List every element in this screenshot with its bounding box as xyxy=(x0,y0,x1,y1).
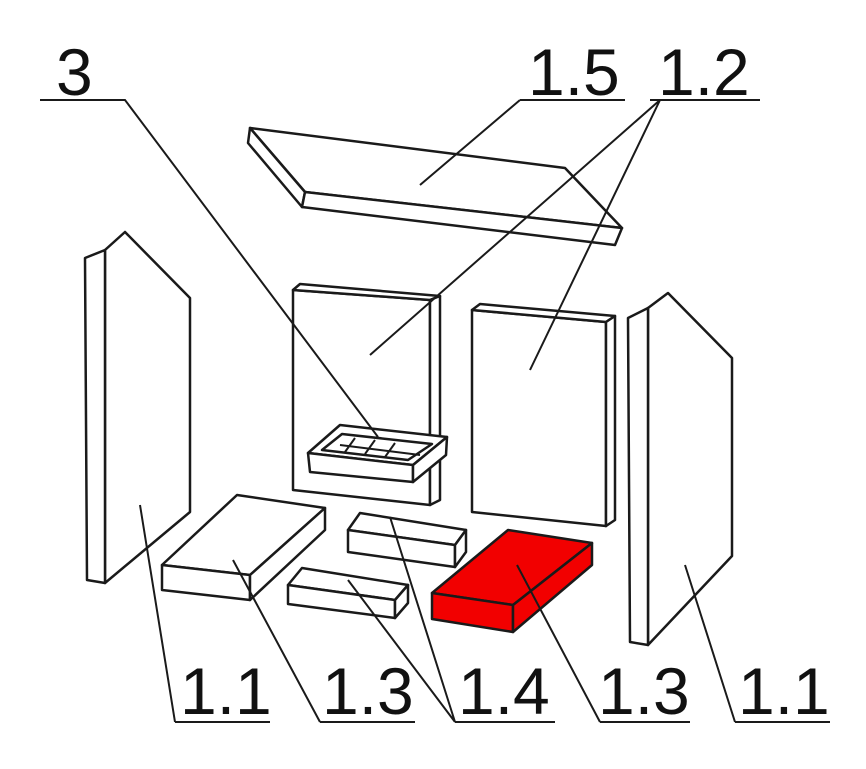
label-floor-right: 1.3 xyxy=(598,654,690,728)
part-grate[interactable] xyxy=(306,423,449,484)
label-side-right: 1.1 xyxy=(738,654,830,728)
part-back-panel-right[interactable] xyxy=(470,302,617,528)
label-back-panels: 1.2 xyxy=(658,35,750,109)
leader-lines xyxy=(40,99,830,723)
part-top-baffle[interactable] xyxy=(246,126,624,247)
label-floor-small: 1.4 xyxy=(458,654,550,728)
part-floor-brick-right-highlighted[interactable] xyxy=(430,528,594,634)
label-grate: 3 xyxy=(56,35,93,109)
label-floor-left: 1.3 xyxy=(322,654,414,728)
part-side-panel-right[interactable] xyxy=(626,291,734,647)
part-small-brick-upper[interactable] xyxy=(346,511,468,569)
part-floor-brick-left[interactable] xyxy=(160,493,327,602)
part-small-brick-lower[interactable] xyxy=(286,566,410,620)
label-top-baffle: 1.5 xyxy=(528,35,620,109)
part-side-panel-left[interactable] xyxy=(83,230,192,585)
label-side-left: 1.1 xyxy=(180,654,272,728)
